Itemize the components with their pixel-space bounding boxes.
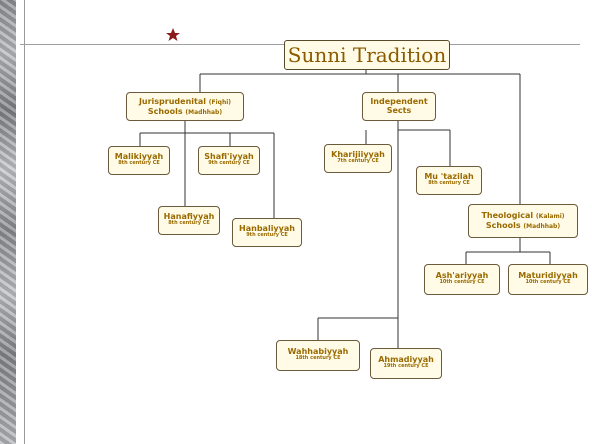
node-label: Maturidiyyah (518, 271, 578, 280)
node-century: 9th century CE (246, 232, 288, 239)
node-label: Independent (370, 97, 428, 106)
node-label: Schools (485, 220, 521, 230)
node-shafiiyyah: Shafi'iyyah 9th century CE (198, 146, 260, 175)
node-malikiyyah: Malikiyyah 8th century CE (108, 146, 170, 175)
node-sublabel: (Madhhab) (185, 108, 223, 116)
node-mutazilah: Mu 'tazilah 8th century CE (416, 166, 482, 195)
node-kharijiiyyah: Kharijiiyyah 7th century CE (324, 144, 392, 173)
node-century: 8th century CE (118, 160, 160, 167)
node-century: 10th century CE (525, 279, 571, 286)
margin-rule (24, 0, 25, 444)
node-wahhabiyyah: Wahhabiyyah 18th century CE (276, 340, 360, 371)
node-ashariyyah: Ash'ariyyah 10th century CE (424, 264, 500, 295)
node-sublabel: (Fiqhi) (208, 99, 232, 106)
node-label: Mu 'tazilah (424, 172, 474, 181)
node-label: Ash'ariyyah (435, 271, 489, 280)
node-century: 7th century CE (337, 158, 379, 165)
node-label: Malikiyyah (114, 152, 164, 161)
node-label: Hanafiyyah (163, 212, 215, 221)
node-century: 9th century CE (208, 160, 250, 167)
node-label: Shafi'iyyah (204, 152, 254, 161)
node-independent-sects: Independent Sects (362, 92, 436, 121)
node-label: Theological (481, 211, 534, 220)
node-label: Hanbaliyyah (239, 224, 295, 233)
node-jurisprudential-schools: Jurisprudenital (Fiqhi) Schools (Madhhab… (126, 92, 244, 121)
node-maturidiyyah: Maturidiyyah 10th century CE (508, 264, 588, 295)
node-sublabel: (Kalami) (535, 213, 565, 220)
side-texture-strip (0, 0, 16, 444)
node-ahmadiyyah: Ahmadiyyah 19th century CE (370, 348, 442, 379)
crescent-star-icon (154, 20, 180, 48)
node-hanafiyyah: Hanafiyyah 8th century CE (158, 206, 220, 235)
node-label: Wahhabiyyah (287, 347, 349, 356)
node-label: Jurisprudenital (138, 97, 206, 106)
diagram-title: Sunni Tradition (284, 40, 450, 70)
node-century: 18th century CE (295, 355, 341, 362)
node-century: 8th century CE (168, 220, 210, 227)
node-century: 19th century CE (383, 363, 429, 370)
node-theological-schools: Theological (Kalami) Schools (Madhhab) (468, 204, 578, 238)
node-label: Kharijiiyyah (331, 150, 385, 159)
node-century: 8th century CE (428, 180, 470, 187)
node-label: Ahmadiyyah (378, 355, 434, 364)
node-label: Sects (386, 106, 412, 116)
node-century: 10th century CE (439, 279, 485, 286)
node-sublabel: (Madhhab) (523, 222, 561, 230)
node-label: Schools (147, 106, 183, 116)
node-hanbaliyyah: Hanbaliyyah 9th century CE (232, 218, 302, 247)
